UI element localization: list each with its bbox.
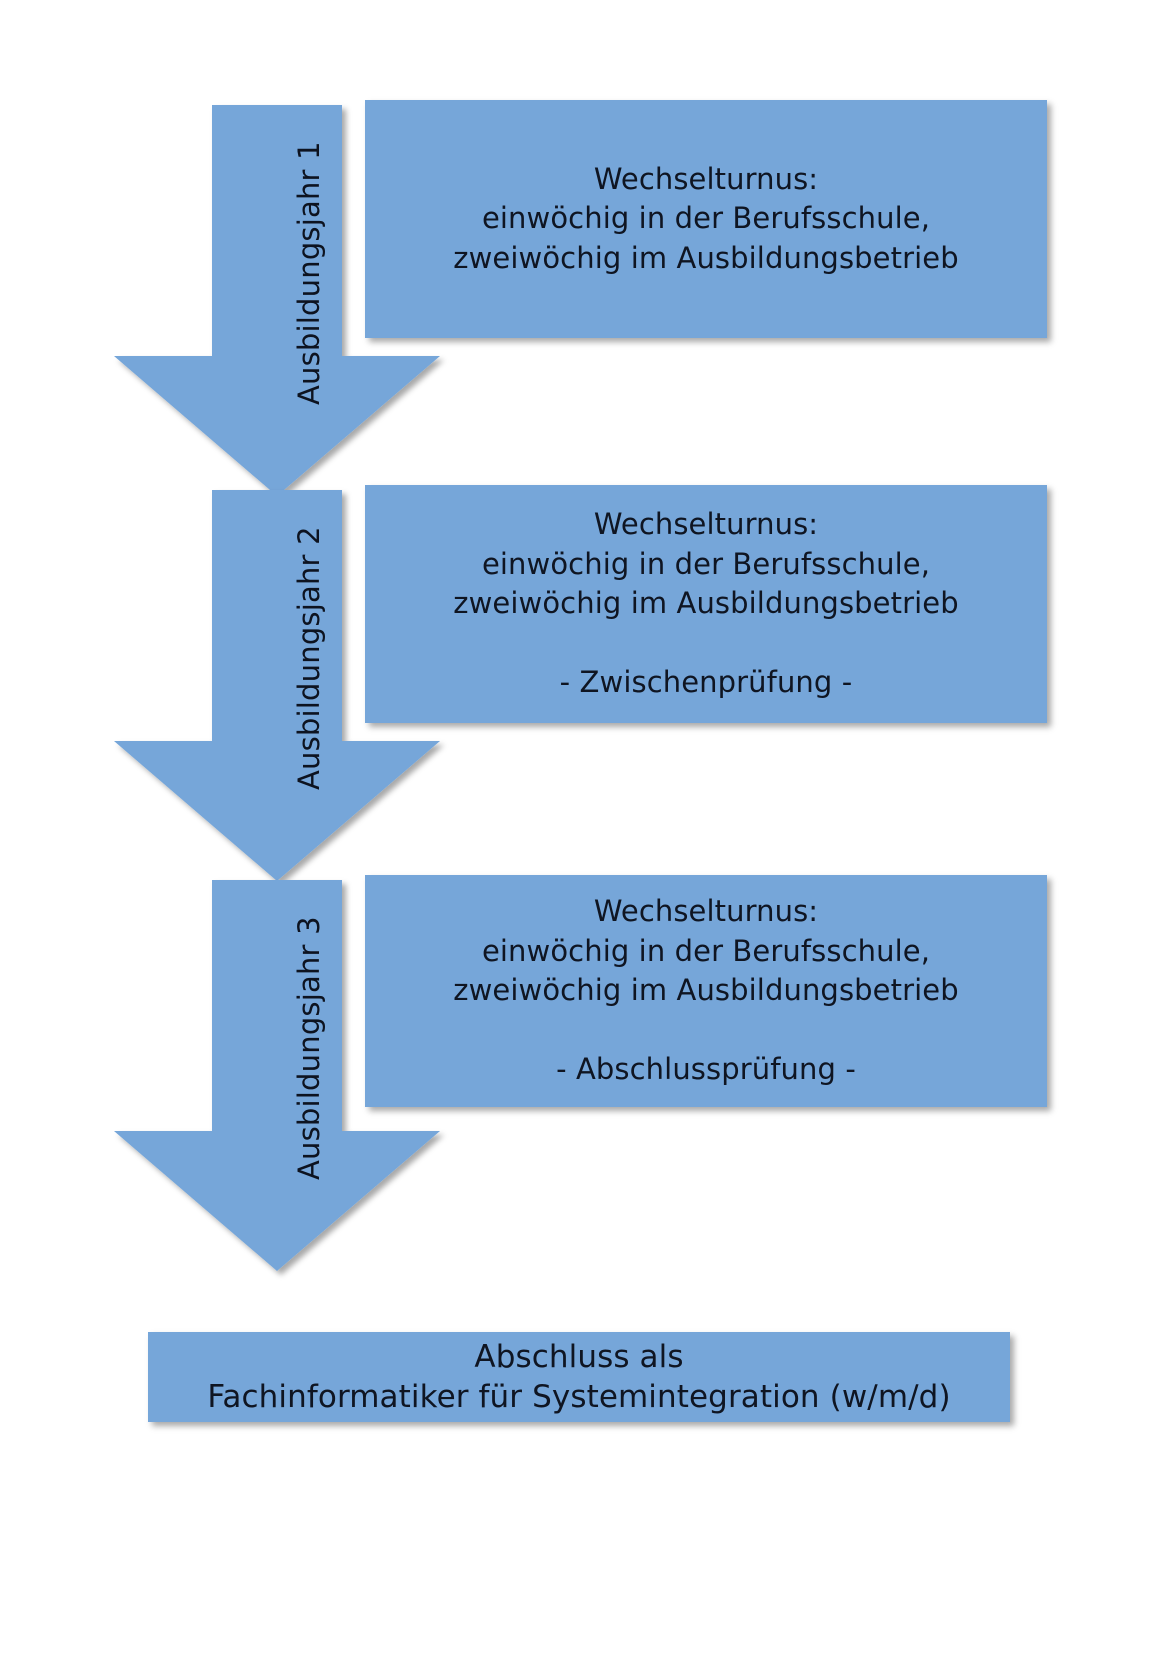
down-arrow-icon	[114, 880, 440, 1271]
arrow-ausbildungsjahr-1: Ausbildungsjahr 1	[114, 100, 440, 500]
down-arrow-icon	[114, 105, 440, 496]
content-box-result: Abschluss als Fachinformatiker für Syste…	[148, 1332, 1010, 1422]
arrow-ausbildungsjahr-2: Ausbildungsjahr 2	[114, 485, 440, 885]
down-arrow-icon	[114, 490, 440, 881]
content-box-year-3: Wechselturnus: einwöchig in der Berufssc…	[365, 875, 1047, 1107]
arrow-ausbildungsjahr-3: Ausbildungsjahr 3	[114, 875, 440, 1275]
arrow-label-year-3: Ausbildungsjahr 3	[292, 916, 326, 1180]
content-box-year-2-text: Wechselturnus: einwöchig in der Berufssc…	[453, 507, 959, 700]
arrow-label-year-1: Ausbildungsjahr 1	[292, 141, 326, 405]
content-box-result-text: Abschluss als Fachinformatiker für Syste…	[207, 1338, 951, 1415]
content-box-year-1: Wechselturnus: einwöchig in der Berufssc…	[365, 100, 1047, 338]
content-box-year-2: Wechselturnus: einwöchig in der Berufssc…	[365, 485, 1047, 723]
content-box-year-1-text: Wechselturnus: einwöchig in der Berufssc…	[453, 161, 959, 275]
content-box-year-3-text: Wechselturnus: einwöchig in der Berufssc…	[453, 894, 959, 1087]
arrow-label-year-2: Ausbildungsjahr 2	[292, 526, 326, 790]
